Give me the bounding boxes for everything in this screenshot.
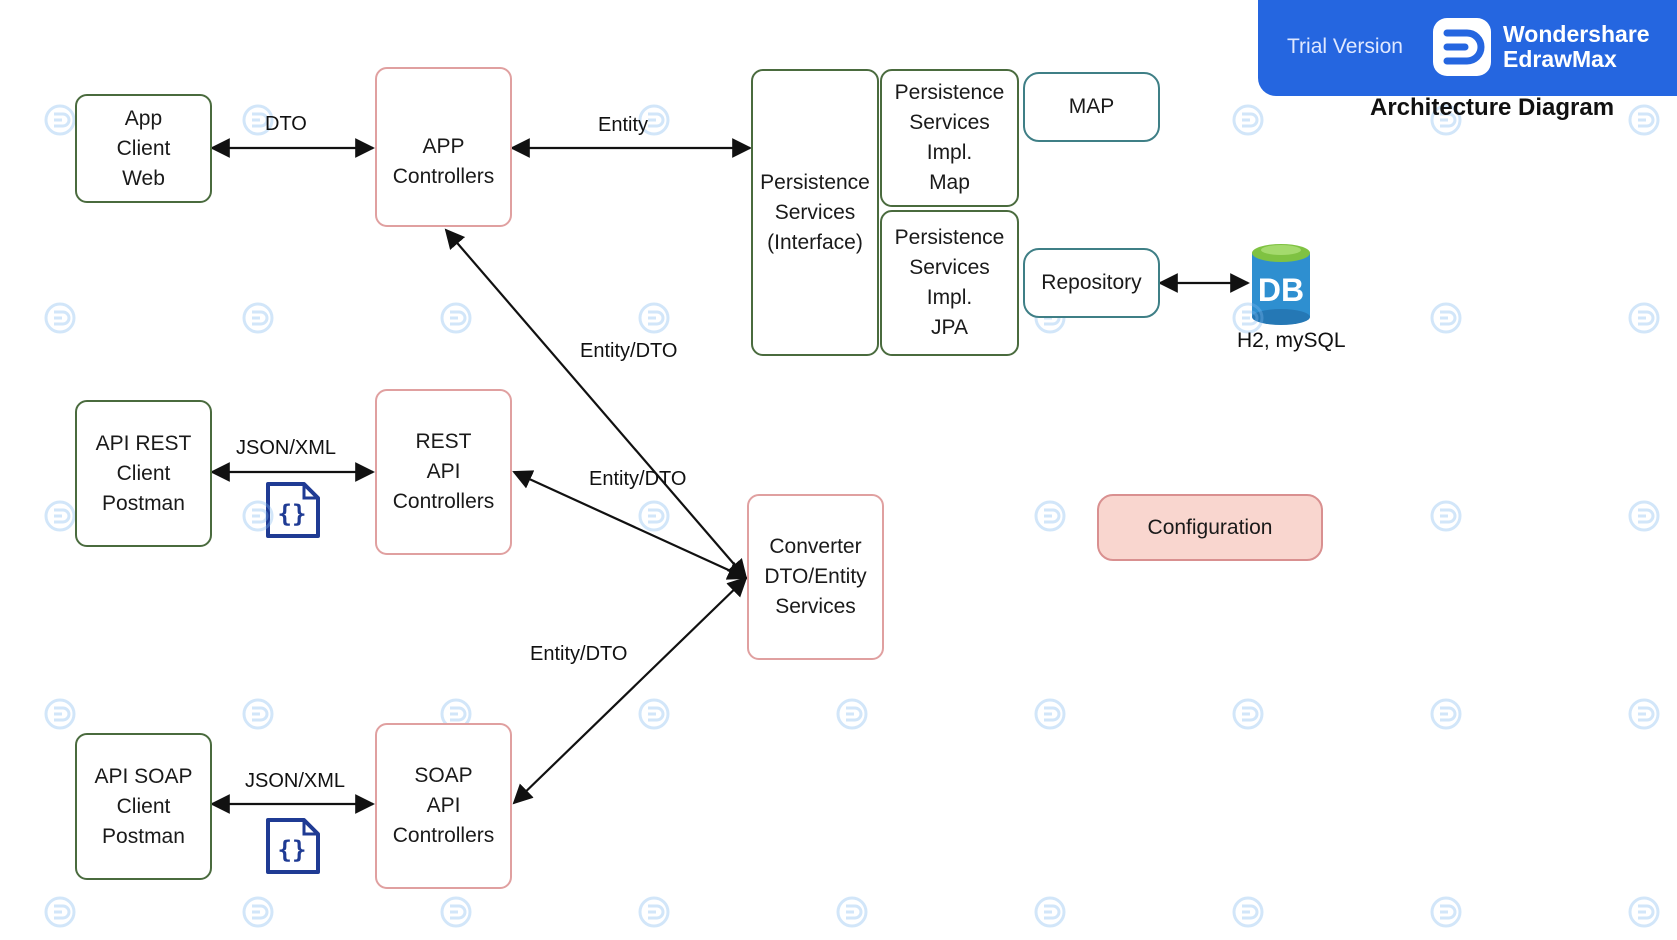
watermark-icon <box>1430 500 1462 532</box>
persistence-map-label: Persistence Services Impl. Map <box>894 81 1005 194</box>
watermark-icon <box>1628 104 1660 136</box>
edrawmax-logo-icon <box>1433 18 1491 76</box>
app-client-box[interactable]: App Client Web <box>75 94 212 203</box>
watermark-icon <box>1034 500 1066 532</box>
json-file-glyph: {} <box>278 836 307 864</box>
watermark-icon <box>440 302 472 334</box>
watermark-icon <box>836 896 868 928</box>
watermark-icon <box>638 104 670 136</box>
watermark-icon <box>242 104 274 136</box>
rest-controllers-box[interactable]: REST API Controllers <box>375 389 512 555</box>
brand-name: Wondershare EdrawMax <box>1503 21 1650 72</box>
connector-rest-controllers-to-converter <box>512 470 748 580</box>
edge-label-entity-dto-soap: Entity/DTO <box>530 643 628 665</box>
edge-label-json-xml-rest: JSON/XML <box>236 437 337 459</box>
watermark-icon <box>44 104 76 136</box>
edge-label-dto: DTO <box>265 113 307 135</box>
watermark-icon <box>1628 896 1660 928</box>
persistence-jpa-box[interactable]: Persistence Services Impl. JPA <box>880 210 1019 356</box>
watermark-icon <box>44 302 76 334</box>
api-rest-client-box[interactable]: API REST Client Postman <box>75 400 212 547</box>
repository-label: Repository <box>1041 271 1142 294</box>
watermark-icon <box>1034 698 1066 730</box>
repository-box[interactable]: Repository <box>1023 248 1160 318</box>
persistence-interface-label: Persistence Services (Interface) <box>760 170 870 254</box>
watermark-icon <box>1430 698 1462 730</box>
watermark-icon <box>1232 302 1264 334</box>
converter-label: Converter DTO/Entity Services <box>764 535 867 618</box>
persistence-map-box[interactable]: Persistence Services Impl. Map <box>880 69 1019 207</box>
api-soap-client-box[interactable]: API SOAP Client Postman <box>75 733 212 880</box>
persistence-jpa-label: Persistence Services Impl. JPA <box>894 226 1005 339</box>
watermark-icon <box>242 500 274 532</box>
persistence-interface-box[interactable]: Persistence Services (Interface) <box>751 69 879 356</box>
converter-box[interactable]: Converter DTO/Entity Services <box>747 494 884 660</box>
edge-label-entity: Entity <box>598 114 649 136</box>
map-label: MAP <box>1068 95 1115 118</box>
watermark-icon <box>1232 896 1264 928</box>
connector-soap-controllers-to-converter <box>512 576 748 805</box>
edge-label-entity-dto-rest: Entity/DTO <box>589 468 687 490</box>
edge-label-json-xml-soap: JSON/XML <box>245 770 346 792</box>
watermark-icon <box>638 302 670 334</box>
watermark-icon <box>638 698 670 730</box>
configuration-label: Configuration <box>1147 515 1273 539</box>
watermark-icon <box>44 698 76 730</box>
rest-controllers-label: REST API Controllers <box>392 430 495 513</box>
watermark-icon <box>1232 104 1264 136</box>
watermark-icon <box>242 698 274 730</box>
watermark-icon <box>1430 104 1462 136</box>
watermark-icon <box>44 896 76 928</box>
diagram-title: Architecture Diagram <box>1370 94 1615 121</box>
watermark-icon <box>1628 698 1660 730</box>
app-controllers-box[interactable]: APP Controllers <box>375 67 512 227</box>
json-file-glyph: {} <box>278 500 307 528</box>
soap-controllers-label: SOAP API Controllers <box>392 764 495 847</box>
watermark-icon <box>638 896 670 928</box>
watermark-icon <box>1232 698 1264 730</box>
watermark-icon <box>1628 500 1660 532</box>
trial-version-label: Trial Version <box>1287 35 1403 58</box>
watermark-icon <box>440 896 472 928</box>
database-icon: DB <box>1252 244 1310 325</box>
db-caption: H2, mySQL <box>1237 329 1346 352</box>
watermark-icon <box>638 500 670 532</box>
app-client-label: App Client Web <box>116 106 171 190</box>
watermark-icon <box>242 302 274 334</box>
watermark-icon <box>1034 896 1066 928</box>
json-file-icon: {} <box>266 482 320 538</box>
watermark-icon <box>242 896 274 928</box>
app-controllers-label: APP Controllers <box>392 135 495 188</box>
watermark-icon <box>1430 896 1462 928</box>
soap-controllers-box[interactable]: SOAP API Controllers <box>375 723 512 889</box>
map-box[interactable]: MAP <box>1023 72 1160 142</box>
api-rest-client-label: API REST Client Postman <box>95 431 192 515</box>
watermark-icon <box>1628 302 1660 334</box>
json-file-icon: {} <box>266 818 320 874</box>
trial-banner[interactable]: Trial Version Wondershare EdrawMax <box>1258 0 1677 96</box>
configuration-box[interactable]: Configuration <box>1097 494 1323 561</box>
edge-label-entity-dto-app: Entity/DTO <box>580 340 678 362</box>
db-glyph: DB <box>1258 272 1304 308</box>
watermark-icon <box>44 500 76 532</box>
api-soap-client-label: API SOAP Client Postman <box>94 764 193 848</box>
watermark-icon <box>836 698 868 730</box>
watermark-icon <box>1430 302 1462 334</box>
